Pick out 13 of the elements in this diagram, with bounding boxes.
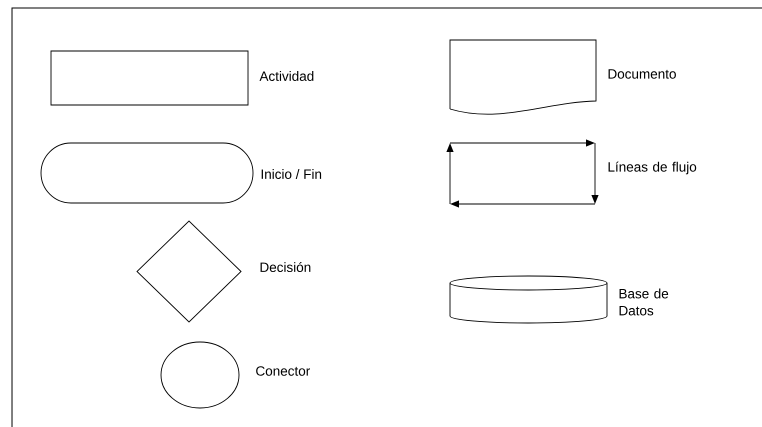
connector-circle [160,342,240,408]
shape-label: Conector [256,366,310,376]
shape-label: Base de Datos [620,288,668,316]
document-shape [450,40,596,115]
flow-lines-drawing [446,139,599,208]
shape-label: Líneas de flujo [608,162,696,174]
database-cylinder [450,276,608,324]
shape-label: Documento [608,69,676,79]
shape-label: Decisión [260,262,310,272]
shape-label: Inicio / Fin [262,169,322,179]
shape-label: Actividad [260,71,314,81]
activity-box [50,50,248,106]
terminal-shape [40,142,254,204]
